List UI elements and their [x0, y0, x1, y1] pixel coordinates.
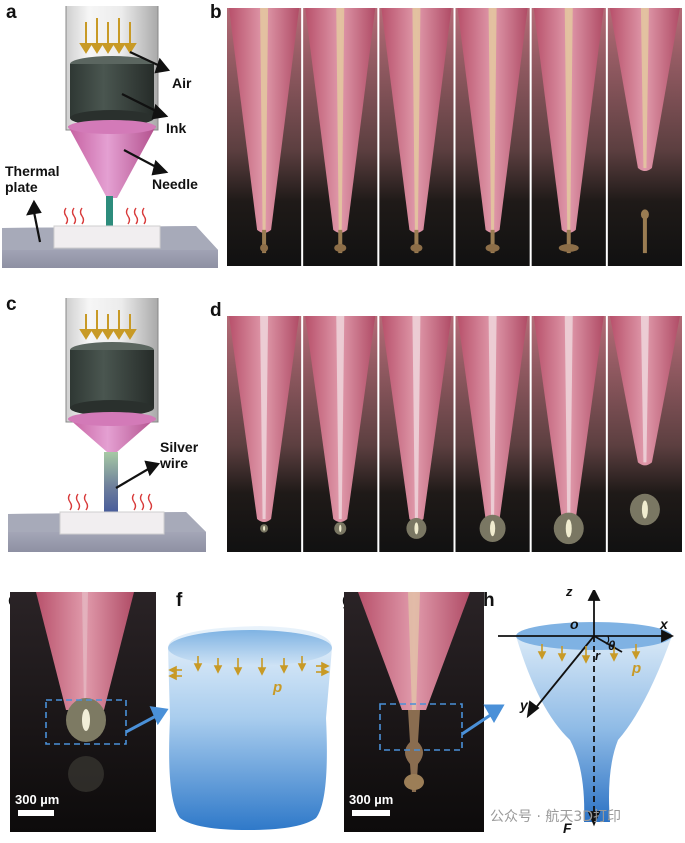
d-frame: [607, 316, 682, 552]
scale-bar-e-label: 300 µm: [15, 792, 60, 807]
schematic-h: [498, 590, 675, 827]
label-air: Air: [172, 75, 192, 91]
photo-e: [10, 592, 156, 832]
b-frame: [227, 8, 302, 266]
panel-letter-d: d: [210, 300, 222, 321]
d-frame: [379, 316, 454, 552]
schematic-c: [8, 298, 206, 552]
label-h-F: F: [563, 820, 572, 836]
label-f-pressure: p: [273, 679, 283, 696]
schematic-a: [2, 6, 218, 268]
panel-letter-b: b: [210, 2, 222, 23]
label-thermal-plate: Thermal plate: [5, 163, 60, 195]
label-h-p: p: [632, 660, 642, 677]
d-frame: [455, 316, 530, 552]
b-frame: [303, 8, 378, 266]
label-h-o: o: [570, 616, 579, 632]
photo-strip-b: [227, 8, 682, 266]
d-frame: [227, 316, 302, 552]
panel-letter-h: h: [483, 590, 495, 611]
label-h-x: x: [660, 616, 668, 632]
d-frame: [303, 316, 378, 552]
photo-strip-d: [227, 316, 682, 552]
photo-g: [344, 592, 484, 832]
schematic-f: [125, 626, 332, 830]
label-h-r: r: [595, 648, 601, 663]
label-ink: Ink: [166, 120, 187, 136]
watermark: 公众号 · 航天3D打印: [490, 809, 622, 825]
label-silver-wire: Silver wire: [160, 439, 199, 471]
b-frame: [379, 8, 454, 266]
scale-bar-g-label: 300 µm: [349, 792, 394, 807]
b-frame: [607, 8, 682, 266]
connector-arrow-gh: [461, 704, 505, 736]
b-frame: [455, 8, 530, 266]
panel-letter-a: a: [6, 2, 17, 23]
d-frame: [531, 316, 606, 552]
label-h-theta: θ: [608, 638, 616, 653]
panel-letter-c: c: [6, 294, 17, 315]
b-frame: [531, 8, 606, 266]
label-h-y: y: [520, 697, 528, 713]
label-h-z: z: [566, 584, 573, 599]
label-needle: Needle: [152, 176, 198, 192]
panel-letter-f: f: [176, 590, 183, 611]
